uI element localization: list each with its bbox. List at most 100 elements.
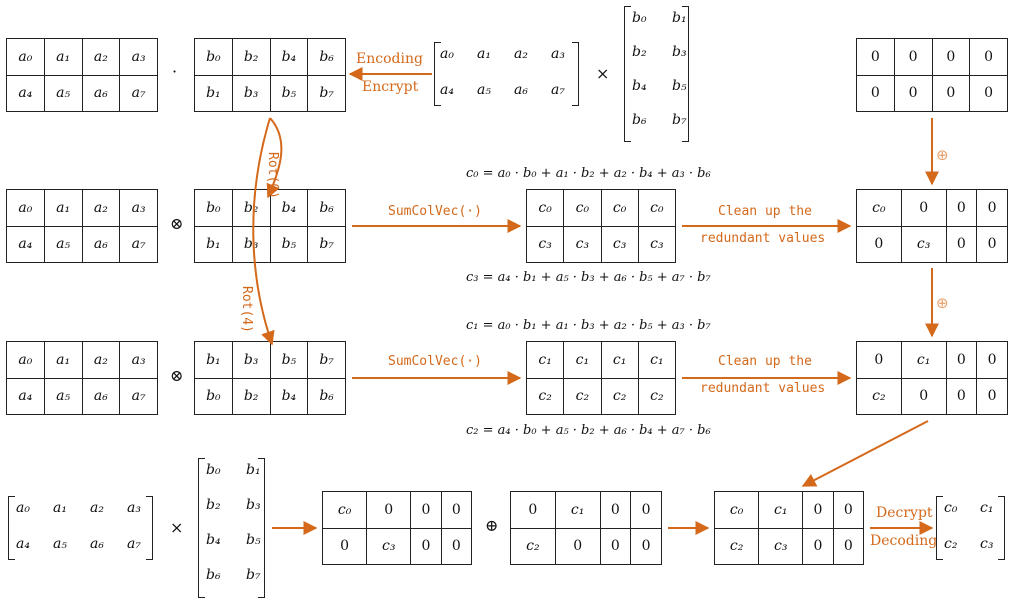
matrix-entry: b₁ [246, 462, 261, 478]
times-operator-top: × [596, 64, 610, 83]
matrix-cell: c₃ [758, 527, 804, 565]
matrix-entry: b₀ [206, 462, 221, 478]
bracket-b-bottom-r [258, 458, 265, 598]
equation-c2: c₂ = a₄ · b₀ + a₅ · b₂ + a₆ · b₄ + a₇ · … [466, 423, 711, 438]
bracket-b-bottom-l [198, 458, 205, 598]
matrix-cell: 0 [832, 527, 865, 565]
matrix-entry: b₀ [632, 10, 647, 26]
matrix-cell: 0 [976, 377, 1008, 415]
matrix-entry: c₁ [980, 500, 994, 516]
matrix-cell: 0 [976, 225, 1008, 263]
bracket-result-r [998, 496, 1005, 560]
matrix-cell: c₃ [900, 225, 947, 263]
matrix-cell: b₀ [194, 377, 233, 415]
matrix-cell: 0 [510, 491, 556, 529]
matrix-cell: b₁ [194, 74, 233, 112]
matrix-cell: 0 [931, 74, 971, 112]
matrix-cell: 0 [366, 491, 412, 529]
matrix-cell: c₃ [600, 225, 639, 263]
matrix-entry: b₁ [672, 10, 687, 26]
bracket-b-top-r [682, 6, 689, 142]
matrix-cell: 0 [900, 189, 947, 227]
matrix-cell: a₃ [119, 341, 158, 379]
equation-c0: c₀ = a₀ · b₀ + a₁ · b₂ + a₂ · b₄ + a₃ · … [466, 166, 711, 181]
matrix-entry: a₅ [53, 536, 67, 552]
oplus-operator-bottom: ⊕ [485, 516, 499, 535]
matrix-entry: b₄ [632, 78, 647, 94]
matrix-cell: a₃ [119, 38, 158, 76]
matrix-cell: b₁ [194, 341, 233, 379]
bracket-a-top-r [572, 42, 579, 106]
matrix-entry: b₆ [632, 112, 647, 128]
matrix-entry: b₇ [672, 112, 687, 128]
matrix-cell: 0 [802, 527, 834, 565]
matrix-cell: b₇ [307, 341, 346, 379]
matrix-entry: a₀ [16, 500, 30, 516]
arrow-diag [801, 420, 929, 487]
matrix-cell: 0 [554, 527, 601, 565]
matrix-entry: b₄ [206, 532, 221, 548]
matrix-cell: 0 [440, 491, 473, 529]
matrix-entry: a₆ [514, 82, 528, 98]
matrix-entry: c₀ [944, 500, 958, 516]
equation-c1: c₁ = a₀ · b₁ + a₁ · b₃ + a₂ · b₅ + a₃ · … [466, 318, 711, 333]
matrix-cell: b₆ [307, 377, 346, 415]
matrix-cell: b₂ [231, 377, 271, 415]
matrix-entry: b₂ [632, 44, 647, 60]
matrix-entry: a₃ [127, 500, 141, 516]
matrix-cell: b₆ [307, 38, 346, 76]
matrix-cell: a₅ [43, 225, 83, 263]
matrix-entry: a₃ [551, 46, 565, 62]
matrix-entry: a₆ [90, 536, 104, 552]
matrix-entry: b₃ [672, 44, 687, 60]
matrix-cell: b₅ [269, 74, 309, 112]
oplus-icon-2: ⊕ [936, 294, 949, 312]
matrix-cell: c₂ [713, 527, 760, 565]
matrix-cell: b₀ [194, 38, 233, 76]
matrix-cell: c₃ [525, 225, 565, 263]
clean-label-1a: Clean up the [718, 204, 812, 219]
matrix-cell: c₂ [637, 377, 677, 415]
matrix-cell: 0 [630, 527, 662, 565]
matrix-entry: a₅ [477, 82, 491, 98]
matrix-cell: a₇ [119, 225, 158, 263]
matrix-cell: c₁ [900, 341, 947, 379]
matrix-entry: a₄ [440, 82, 454, 98]
matrix-cell: c₁ [637, 341, 677, 379]
matrix-cell: a₆ [81, 377, 121, 415]
matrix-cell: c₀ [713, 491, 760, 529]
matrix-cell: c₂ [510, 527, 556, 565]
times-operator-bottom: × [170, 518, 184, 537]
matrix-cell: a₀ [6, 38, 45, 76]
matrix-cell: a₇ [119, 74, 158, 112]
matrix-cell: 0 [945, 225, 978, 263]
arrow-rot4 [252, 117, 275, 346]
sumcolvec-label-1: SumColVec(·) [388, 204, 482, 219]
matrix-cell: 0 [599, 527, 632, 565]
matrix-cell: c₁ [554, 491, 601, 529]
matrix-cell: b₄ [269, 377, 309, 415]
